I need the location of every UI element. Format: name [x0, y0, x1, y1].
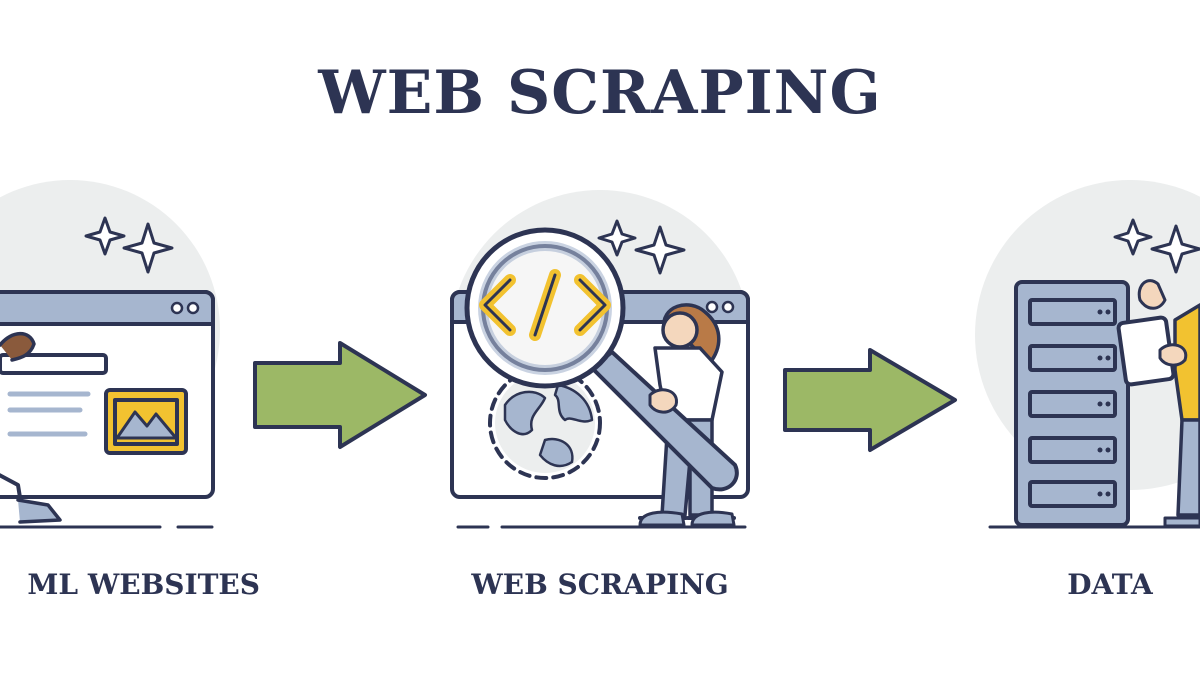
step-label-html-websites: ML WEBSITES	[27, 568, 260, 601]
sparkle-icon	[84, 216, 126, 256]
sparkle-icon	[597, 219, 637, 257]
server-rack-icon	[988, 218, 1200, 529]
sparkle-icon	[122, 222, 174, 274]
browser-window-icon	[0, 216, 215, 529]
page-title: WEB SCRAPING	[318, 58, 882, 128]
arrow-right-icon	[253, 341, 427, 449]
arrow-right-icon	[783, 348, 957, 452]
sparkle-icon	[1150, 224, 1200, 274]
step-label-data: DATA	[1067, 568, 1153, 601]
magnifier-code-icon	[450, 219, 750, 529]
sparkle-icon	[1113, 218, 1153, 256]
sparkle-icon	[634, 225, 686, 275]
step-label-web-scraping: WEB SCRAPING	[471, 568, 729, 601]
